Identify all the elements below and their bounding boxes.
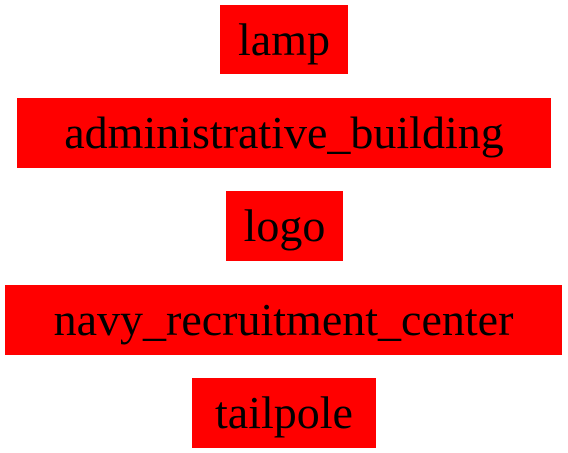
label-lamp: lamp — [220, 5, 348, 74]
label-administrative-building: administrative_building — [17, 98, 551, 168]
label-navy-recruitment-center: navy_recruitment_center — [5, 285, 562, 355]
label-logo: logo — [226, 191, 343, 261]
label-tailpole: tailpole — [192, 378, 376, 448]
